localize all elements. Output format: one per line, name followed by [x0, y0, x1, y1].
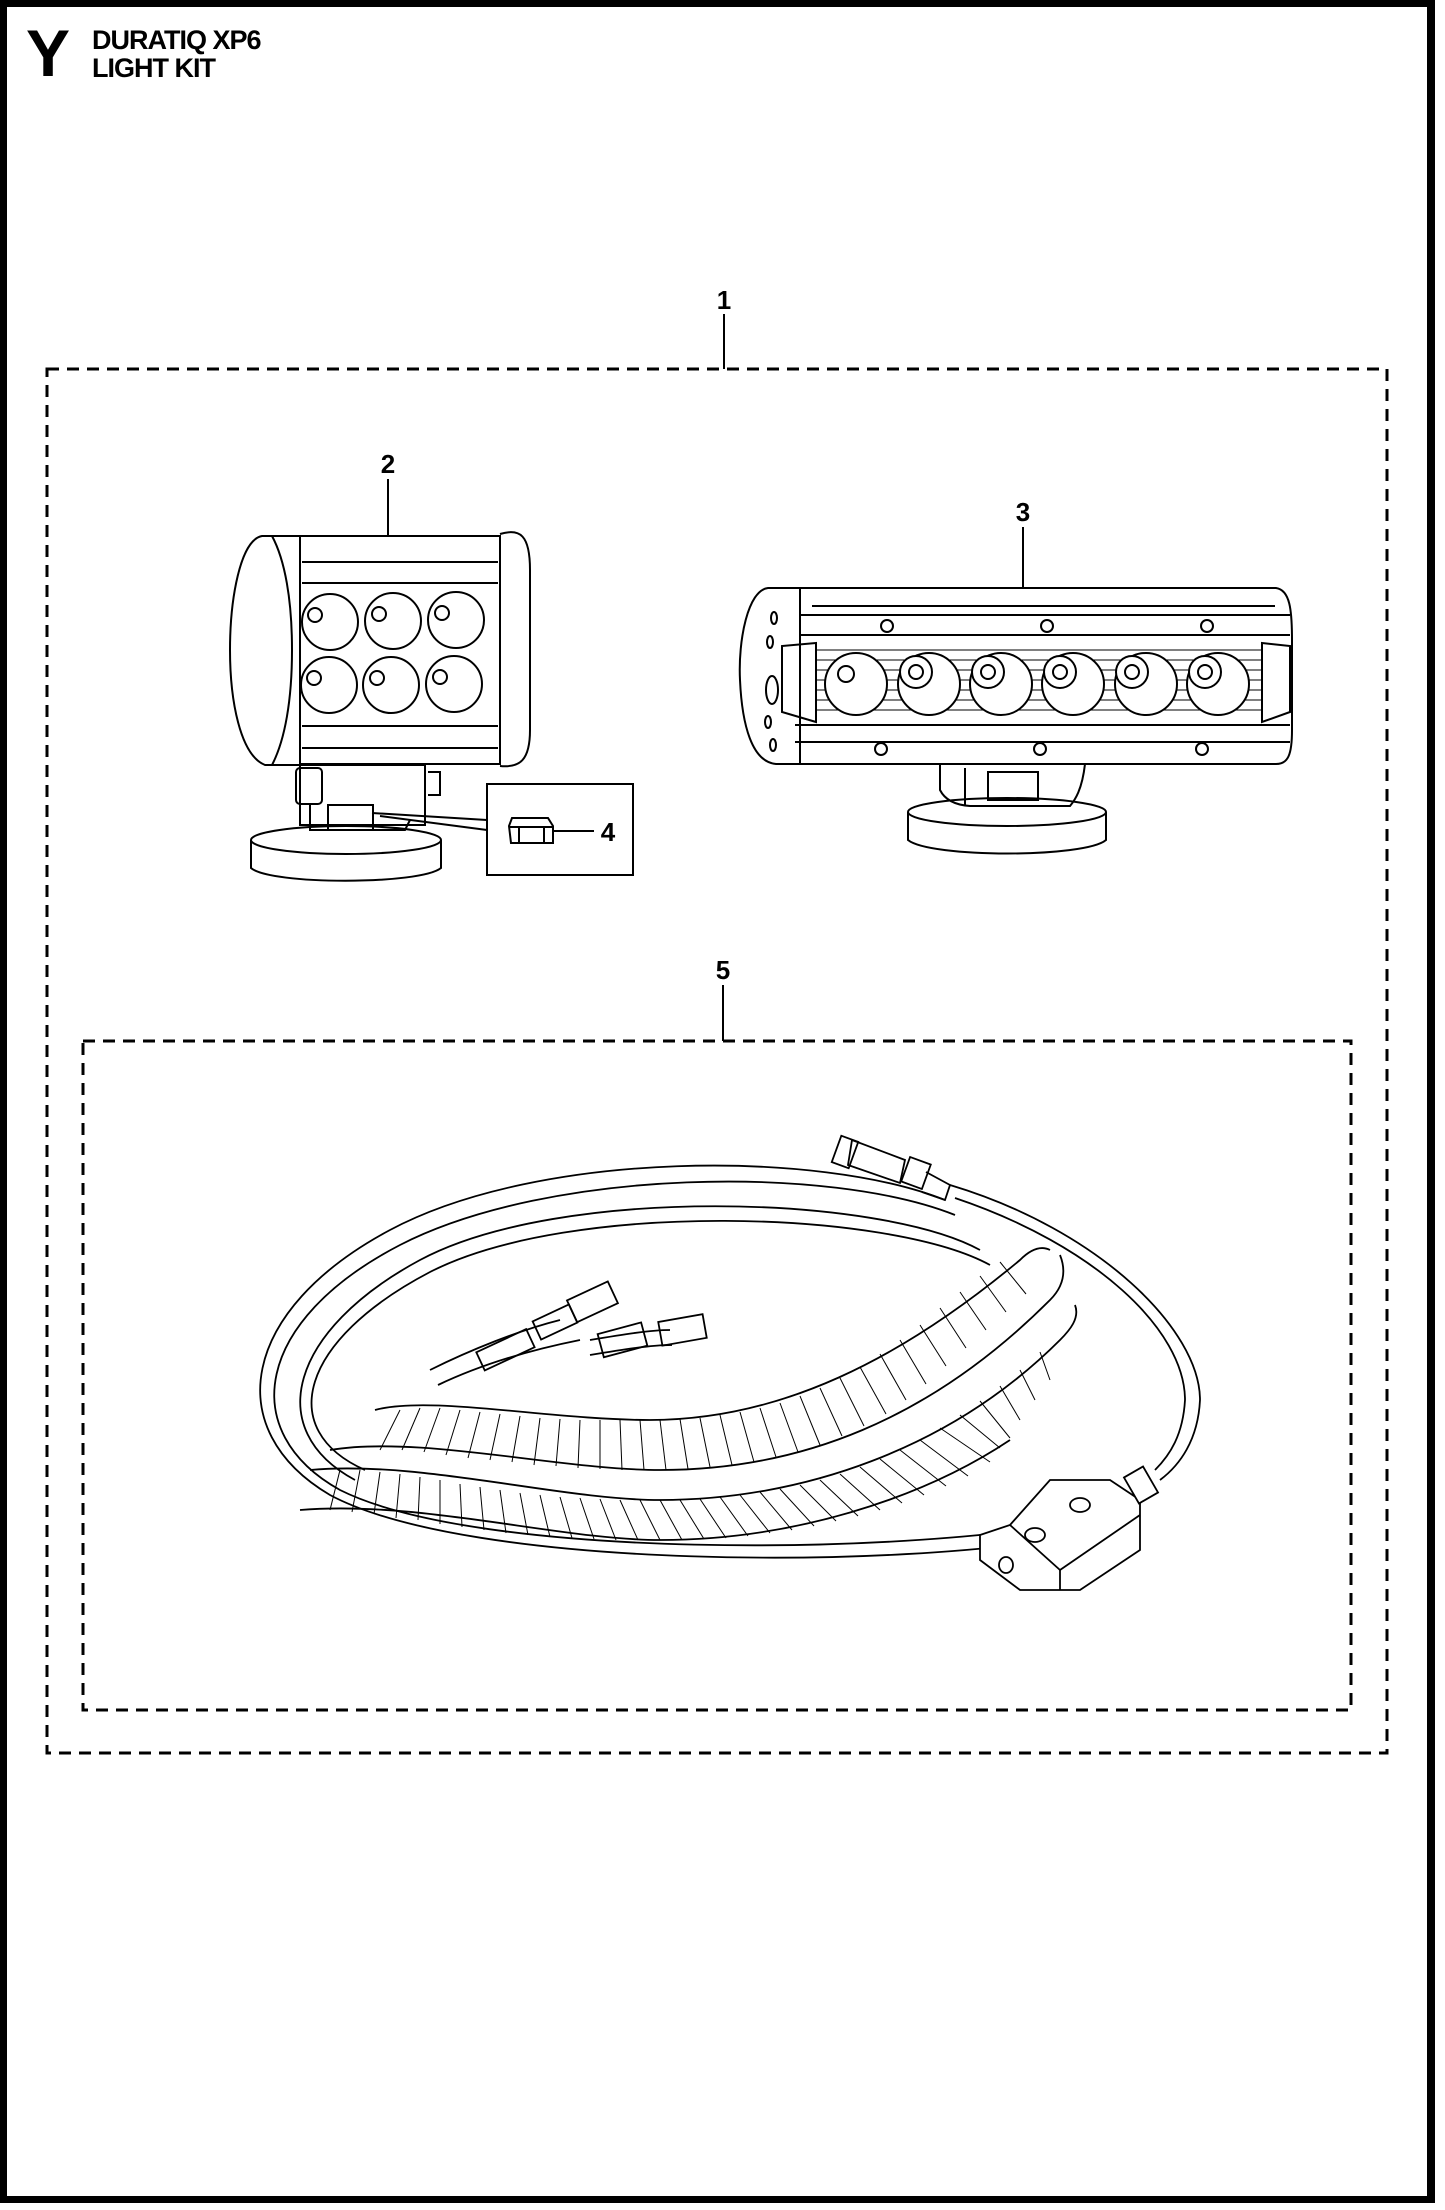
assembly-name: LIGHT KIT — [92, 53, 216, 83]
callout-3[interactable]: 3 — [1015, 497, 1031, 527]
callout-5[interactable]: 5 — [715, 955, 731, 985]
work-light-icon — [228, 531, 531, 882]
page-title: DURATIQ XP6 LIGHT KIT — [92, 25, 262, 83]
harness-group-box — [81, 1039, 1353, 1712]
callout-4[interactable]: 4 — [600, 817, 616, 847]
callout-2[interactable]: 2 — [380, 449, 396, 479]
callout-1[interactable]: 1 — [716, 285, 732, 315]
nut-detail-box — [486, 783, 634, 876]
wiring-harness-icon — [259, 1134, 1201, 1591]
model-name: DURATIQ XP6 — [92, 25, 262, 55]
light-bar-icon — [738, 587, 1293, 855]
assembly-group-box — [45, 367, 1389, 1755]
nut-icon — [507, 817, 554, 844]
section-letter: Y — [26, 16, 71, 90]
